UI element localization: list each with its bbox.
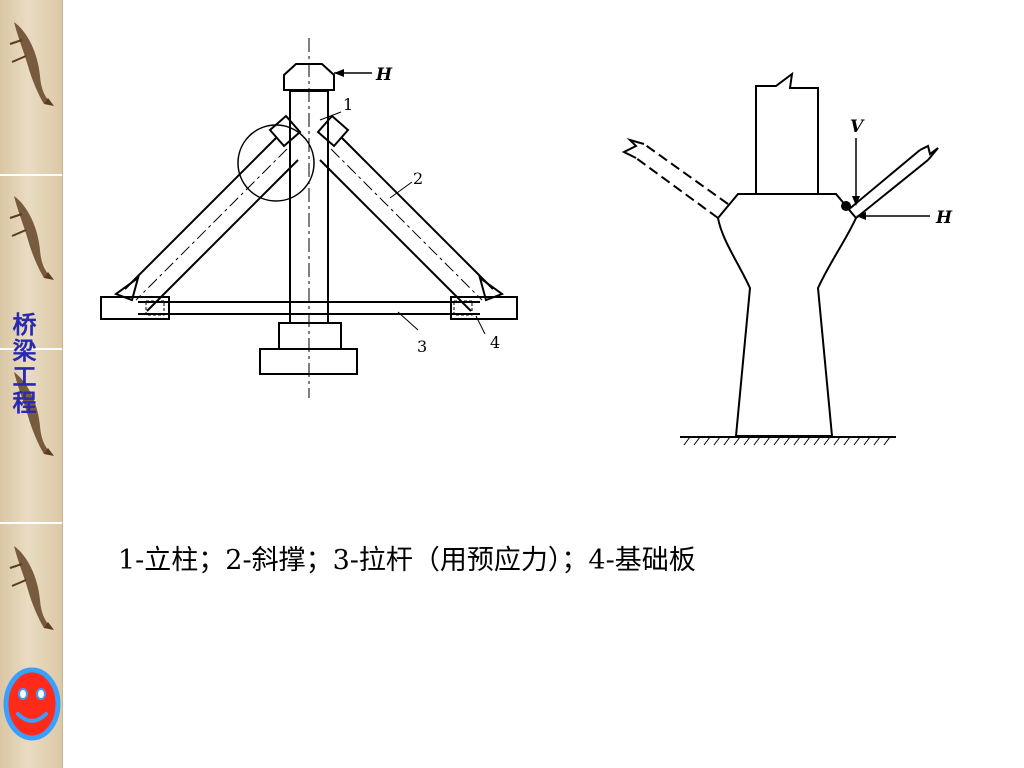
diagram-left bbox=[100, 38, 518, 398]
foundation-plate bbox=[450, 296, 518, 320]
column-base bbox=[278, 322, 342, 350]
force-label-h: H bbox=[375, 65, 393, 85]
column-cap bbox=[283, 63, 335, 91]
force-label-h-right: H bbox=[935, 208, 953, 228]
smiley-icon[interactable] bbox=[2, 664, 62, 744]
pier-body bbox=[716, 193, 858, 437]
part-label-1: 1 bbox=[343, 95, 353, 114]
strut-left bbox=[635, 157, 719, 219]
foundation-plate bbox=[100, 296, 170, 320]
diagrams: H 1 2 3 4 V H bbox=[100, 38, 953, 446]
diagram-right bbox=[621, 71, 939, 446]
fish-icon bbox=[9, 196, 54, 280]
detail-circle bbox=[237, 124, 315, 202]
column-stub bbox=[755, 71, 819, 194]
sidebar-title: 桥梁工程 bbox=[8, 312, 36, 416]
sidebar-strip: 桥梁工程 bbox=[0, 0, 63, 768]
part-label-4: 4 bbox=[490, 333, 500, 352]
fish-icon bbox=[14, 372, 54, 456]
fish-icon bbox=[9, 22, 54, 106]
figure-caption: 1-立柱；2-斜撑；3-拉杆（用预应力）；4-基础板 bbox=[118, 545, 696, 576]
fish-icon bbox=[9, 546, 54, 630]
strut-right bbox=[847, 149, 921, 211]
brace-left bbox=[113, 114, 302, 312]
force-label-v: V bbox=[850, 117, 865, 137]
part-label-3: 3 bbox=[417, 337, 427, 356]
tile-divider bbox=[0, 348, 62, 350]
tile-divider bbox=[0, 522, 62, 524]
tile-divider bbox=[0, 174, 62, 176]
brace-right bbox=[316, 114, 505, 312]
hinge-point bbox=[841, 201, 851, 211]
part-label-2: 2 bbox=[413, 169, 423, 188]
column-footing bbox=[259, 348, 358, 375]
